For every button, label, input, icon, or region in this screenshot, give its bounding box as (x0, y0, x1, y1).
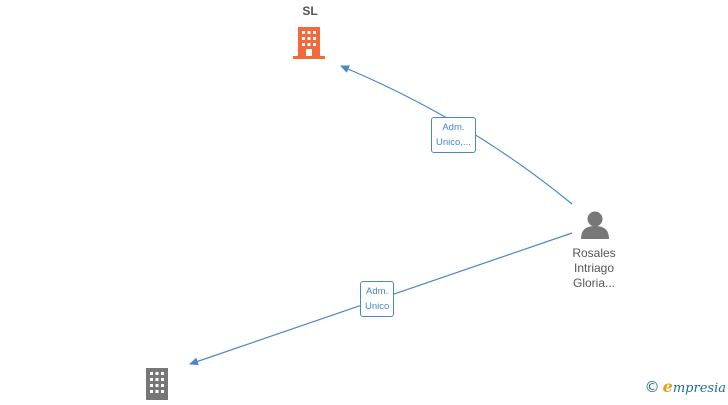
edge-label-line: Adm. (442, 122, 465, 133)
building-icon[interactable] (293, 25, 325, 64)
person-label[interactable]: Rosales Intriago Gloria... (553, 246, 635, 291)
brand-name: mpresia (672, 381, 726, 396)
edge-label-adm-unico-top[interactable]: Adm. Unico,... (431, 117, 476, 153)
copyright-symbol: © (644, 378, 660, 396)
brand-initial: e (662, 377, 673, 396)
building-icon[interactable] (141, 366, 173, 405)
person-label-line: Gloria... (572, 276, 615, 290)
edge-label-line: Adm. (366, 286, 389, 297)
edge-label-adm-unico-bottom[interactable]: Adm. Unico (360, 281, 395, 317)
edge-label-line: Unico (365, 301, 390, 312)
company-top-label[interactable]: SL (302, 4, 318, 18)
person-icon[interactable] (580, 210, 610, 245)
person-label-line: Rosales (572, 246, 616, 260)
edge-label-line: Unico,... (436, 137, 471, 148)
person-label-line: Intriago (573, 261, 615, 275)
empresia-logo: ©empresia (645, 377, 726, 396)
